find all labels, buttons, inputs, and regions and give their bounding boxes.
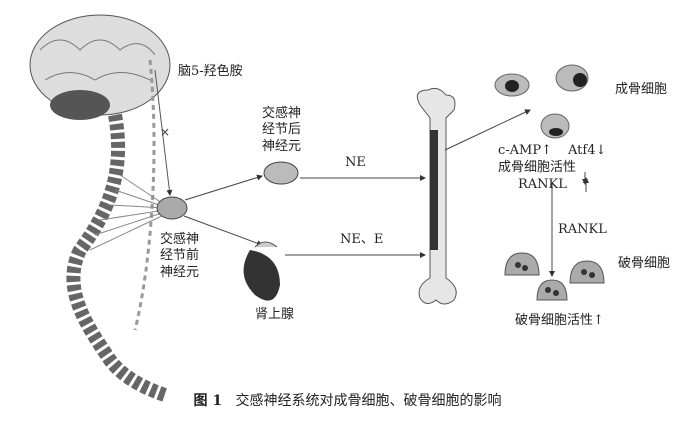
- camp-label: c-AMP↑: [498, 143, 553, 158]
- caption-number: 图 1: [193, 393, 223, 409]
- rankl-label-2: RANKL: [558, 222, 607, 237]
- ne-e-label: NE、E: [340, 232, 384, 247]
- adrenal-label: 肾上腺: [255, 307, 295, 322]
- rankl-label-1: RANKL: [518, 177, 567, 192]
- postganglionic-neuron: [263, 161, 299, 185]
- svg-text:×: ×: [160, 125, 170, 139]
- brain-icon: [29, 14, 171, 120]
- spinal-nerves: [89, 174, 167, 251]
- femur-bone-icon: [416, 87, 457, 305]
- ne-label: NE: [345, 155, 366, 170]
- osteoblast-cells: [494, 64, 589, 139]
- figure-caption: 图 1 交感神经系统对成骨细胞、破骨细胞的影响: [0, 390, 695, 410]
- osteoclast-cells: [504, 252, 605, 301]
- spinal-chain: [133, 59, 156, 331]
- preganglionic-label: 交感神 经节前 神经元: [160, 232, 200, 280]
- osteoblast-label: 成骨细胞: [615, 82, 668, 97]
- atf4-label: Atf4↓: [568, 143, 607, 158]
- caption-text: 交感神经系统对成骨细胞、破骨细胞的影响: [235, 393, 502, 409]
- preganglionic-neuron: [156, 196, 188, 220]
- postganglionic-label: 交感神 经节后 神经元: [262, 106, 302, 154]
- serotonin-arrow: [154, 69, 173, 196]
- osteoclast-label: 破骨细胞: [618, 256, 671, 271]
- osteoclast-activity-label: 破骨细胞活性↑: [515, 313, 604, 328]
- spinal-column: [66, 113, 168, 402]
- adrenal-kidney-icon: [243, 241, 280, 301]
- osteoblast-activity-label: 成骨细胞活性: [498, 160, 577, 175]
- brain-serotonin-label: 脑5-羟色胺: [178, 64, 243, 79]
